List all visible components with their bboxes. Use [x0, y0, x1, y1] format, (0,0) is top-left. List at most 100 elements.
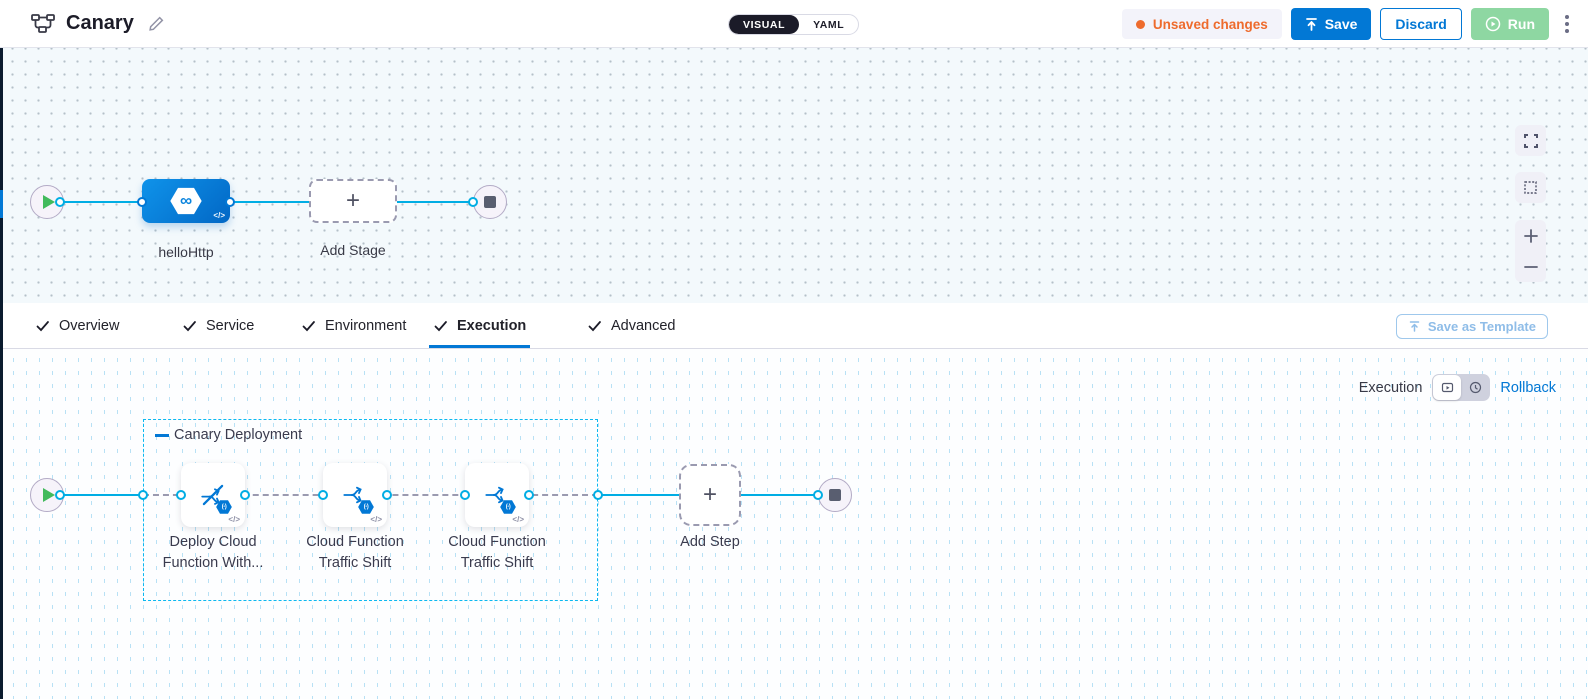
- traffic-shift-icon: [343, 486, 362, 504]
- check-icon: [302, 320, 315, 331]
- save-as-template-button[interactable]: Save as Template: [1395, 314, 1548, 339]
- run-button[interactable]: Run: [1470, 8, 1549, 40]
- tab-environment-label: Environment: [325, 317, 407, 334]
- tab-advanced[interactable]: Advanced: [585, 303, 678, 348]
- stage-out-port[interactable]: [225, 197, 235, 207]
- more-options-menu-icon[interactable]: [1558, 8, 1576, 40]
- start-port[interactable]: [55, 197, 65, 207]
- zoom-panel: [1515, 220, 1546, 282]
- execution-rollback-toggle[interactable]: [1432, 374, 1491, 401]
- exec-end-port[interactable]: [813, 490, 823, 500]
- step-traffic-shift-1[interactable]: (-) </>: [323, 463, 387, 527]
- stage-in-port[interactable]: [137, 197, 147, 207]
- step3-in-port[interactable]: [460, 490, 470, 500]
- canary-deployment-group[interactable]: [143, 419, 598, 601]
- marquee-select-button[interactable]: [1515, 172, 1546, 203]
- fullscreen-button[interactable]: [1515, 125, 1546, 156]
- step1-out-port[interactable]: [240, 490, 250, 500]
- code-icon: </>: [213, 211, 225, 220]
- collapse-group-icon[interactable]: [155, 433, 169, 437]
- header-actions: Unsaved changes Save Discard Run: [1121, 0, 1576, 48]
- check-icon: [183, 320, 196, 331]
- zoom-out-button[interactable]: [1515, 251, 1546, 282]
- page-title: Canary: [66, 12, 134, 34]
- tab-environment[interactable]: Environment: [299, 303, 408, 348]
- plus-icon: +: [702, 481, 717, 508]
- execution-canvas[interactable]: Execution Rollback: [0, 349, 1588, 699]
- unsaved-changes-badge: Unsaved changes: [1121, 9, 1282, 39]
- execution-rollback-switch-row: Execution Rollback: [1359, 374, 1556, 401]
- step-deploy-cloud-function[interactable]: (-) </>: [181, 463, 245, 527]
- deploy-no-traffic-icon: [201, 484, 224, 506]
- step2-out-port[interactable]: [382, 490, 392, 500]
- save-button[interactable]: Save: [1290, 8, 1372, 40]
- tab-execution[interactable]: Execution: [428, 303, 531, 348]
- rollback-view-icon: [1469, 381, 1481, 394]
- save-label: Save: [1324, 16, 1358, 32]
- plus-icon: +: [345, 187, 360, 214]
- group-out-port[interactable]: [593, 490, 603, 500]
- upload-arrow-icon: [1305, 18, 1317, 31]
- code-icon: </>: [370, 515, 382, 524]
- tab-service-label: Service: [206, 317, 255, 334]
- rollback-link[interactable]: Rollback: [1500, 379, 1556, 396]
- canary-deployment-group-title: Canary Deployment: [155, 427, 302, 443]
- header: Canary VISUAL YAML Unsaved changes Save …: [0, 0, 1588, 48]
- edit-pencil-icon[interactable]: [148, 15, 165, 32]
- play-icon: [42, 488, 55, 502]
- pipeline-end-node[interactable]: [473, 185, 507, 219]
- discard-label: Discard: [1395, 16, 1447, 32]
- tab-execution-label: Execution: [457, 317, 527, 334]
- expression-badge-icon: (-): [358, 500, 374, 514]
- play-circle-icon: [1485, 16, 1501, 32]
- code-icon: </>: [228, 515, 240, 524]
- group-label: Canary Deployment: [174, 427, 303, 443]
- traffic-shift-icon: [485, 486, 504, 504]
- fullscreen-icon: [1523, 133, 1538, 148]
- step-traffic-shift-2[interactable]: (-) </>: [465, 463, 529, 527]
- execution-view-button[interactable]: [1433, 375, 1462, 400]
- add-stage-label: Add Stage: [320, 242, 386, 258]
- zoom-in-button[interactable]: [1515, 220, 1546, 251]
- stage-canvas[interactable]: ∞ </> helloHttp + Add Stage: [0, 48, 1588, 303]
- left-rail: [0, 48, 3, 699]
- tab-service[interactable]: Service: [180, 303, 256, 348]
- tab-overview-label: Overview: [59, 317, 120, 334]
- tab-overview[interactable]: Overview: [33, 303, 121, 348]
- end-port[interactable]: [468, 197, 478, 207]
- run-label: Run: [1507, 16, 1535, 32]
- play-icon: [42, 195, 55, 209]
- step2-in-port[interactable]: [318, 490, 328, 500]
- zoom-out-icon: [1523, 265, 1538, 268]
- add-stage-button[interactable]: +: [309, 179, 397, 223]
- group-in-port[interactable]: [138, 490, 148, 500]
- stage-tabbar: Overview Service Environment Execution A…: [0, 303, 1588, 349]
- zoom-in-icon: [1523, 228, 1538, 243]
- expression-badge-icon: (-): [500, 500, 516, 514]
- execution-view-icon: [1441, 382, 1453, 393]
- tab-advanced-label: Advanced: [611, 317, 676, 334]
- check-icon: [36, 320, 49, 331]
- step1-in-port[interactable]: [176, 490, 186, 500]
- unsaved-dot-icon: [1135, 19, 1145, 29]
- yaml-mode-button[interactable]: YAML: [813, 18, 845, 31]
- step3-label: Cloud Function Traffic Shift: [448, 534, 546, 571]
- add-step-button[interactable]: +: [679, 464, 741, 526]
- visual-mode-button[interactable]: VISUAL: [729, 15, 800, 34]
- discard-button[interactable]: Discard: [1380, 8, 1462, 40]
- add-step-label: Add Step: [680, 534, 740, 550]
- exec-start-port[interactable]: [55, 490, 65, 500]
- stage-label: helloHttp: [158, 244, 214, 260]
- upload-template-icon: [1409, 321, 1420, 332]
- step2-label: Cloud Function Traffic Shift: [306, 534, 404, 571]
- save-as-template-label: Save as Template: [1427, 319, 1536, 334]
- exec-end-node[interactable]: [818, 478, 852, 512]
- stage-node-hellohttp[interactable]: ∞ </>: [142, 179, 230, 223]
- rollback-view-button[interactable]: [1461, 375, 1489, 400]
- stop-icon: [484, 196, 496, 208]
- pipeline-icon: [31, 13, 55, 33]
- step3-out-port[interactable]: [524, 490, 534, 500]
- execution-view-label: Execution: [1358, 379, 1423, 396]
- check-icon: [434, 320, 447, 331]
